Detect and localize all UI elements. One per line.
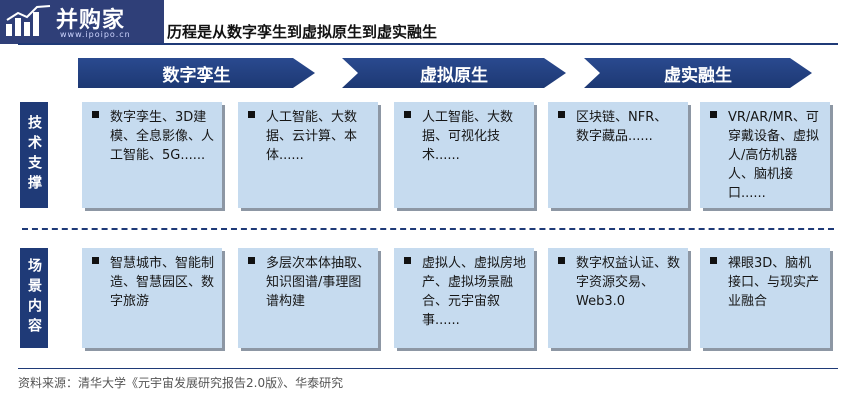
page-title: 历程是从数字孪生到虚拟原生到虚实融生 xyxy=(167,23,438,41)
tech-cell-3: 人工智能、大数据、可视化技术...... xyxy=(394,102,534,208)
bullet-icon xyxy=(248,257,255,264)
bullet-icon xyxy=(92,257,99,264)
row-label-tech-support: 技术支撑 xyxy=(20,102,48,208)
logo: 并购家 www.ipoipo.cn xyxy=(0,0,164,44)
cell-text: 区块链、NFR、数字藏品...... xyxy=(576,110,668,144)
row-label-scenario-content: 场景内容 xyxy=(20,248,48,348)
scene-cell-2: 多层次本体抽取、知识图谱/事理图谱构建 xyxy=(238,248,378,348)
bullet-icon xyxy=(710,257,717,264)
stage-arrow-1: 数字孪生 xyxy=(78,58,315,88)
scene-cell-5: 裸眼3D、脑机接口、与现实产业融合 xyxy=(700,248,830,348)
cell-text: 人工智能、大数据、可视化技术...... xyxy=(422,110,514,163)
cell-text: 数字权益认证、数字资源交易、Web3.0 xyxy=(576,256,681,309)
title-divider xyxy=(18,43,838,45)
bar-chart-logo-icon xyxy=(6,5,51,36)
cell-text: 多层次本体抽取、知识图谱/事理图谱构建 xyxy=(266,256,371,309)
logo-url: www.ipoipo.cn xyxy=(60,30,131,39)
cell-text: 数字孪生、3D建模、全息影像、人工智能、5G...... xyxy=(110,110,215,163)
bullet-icon xyxy=(558,111,565,118)
tech-cell-5: VR/AR/MR、可穿戴设备、虚拟人/高仿机器人、脑机接口...... xyxy=(700,102,830,208)
bullet-icon xyxy=(404,257,411,264)
bullet-icon xyxy=(710,111,717,118)
stage-arrow-3: 虚实融生 xyxy=(584,58,812,88)
tech-cell-2: 人工智能、大数据、云计算、本体...... xyxy=(238,102,378,208)
source-note: 资料来源：清华大学《元宇宙发展研究报告2.0版》、华泰研究 xyxy=(18,376,344,390)
tech-cell-1: 数字孪生、3D建模、全息影像、人工智能、5G...... xyxy=(82,102,222,208)
bullet-icon xyxy=(404,111,411,118)
cell-text: 虚拟人、虚拟房地产、虚拟场景融合、元宇宙叙事...... xyxy=(422,256,527,328)
scene-cell-1: 智慧城市、智能制造、智慧园区、数字旅游 xyxy=(82,248,222,348)
scene-cell-3: 虚拟人、虚拟房地产、虚拟场景融合、元宇宙叙事...... xyxy=(394,248,534,348)
tech-cell-4: 区块链、NFR、数字藏品...... xyxy=(548,102,688,208)
cell-text: 裸眼3D、脑机接口、与现实产业融合 xyxy=(728,256,820,309)
cell-text: VR/AR/MR、可穿戴设备、虚拟人/高仿机器人、脑机接口...... xyxy=(728,110,820,201)
scene-cell-4: 数字权益认证、数字资源交易、Web3.0 xyxy=(548,248,688,348)
cell-text: 智慧城市、智能制造、智慧园区、数字旅游 xyxy=(110,256,215,309)
logo-name: 并购家 xyxy=(56,8,126,33)
footer-divider xyxy=(18,368,838,369)
row-separator xyxy=(22,228,834,230)
bullet-icon xyxy=(558,257,565,264)
bullet-icon xyxy=(248,111,255,118)
cell-text: 人工智能、大数据、云计算、本体...... xyxy=(266,110,358,163)
stage-arrow-2: 虚拟原生 xyxy=(342,58,566,88)
bullet-icon xyxy=(92,111,99,118)
